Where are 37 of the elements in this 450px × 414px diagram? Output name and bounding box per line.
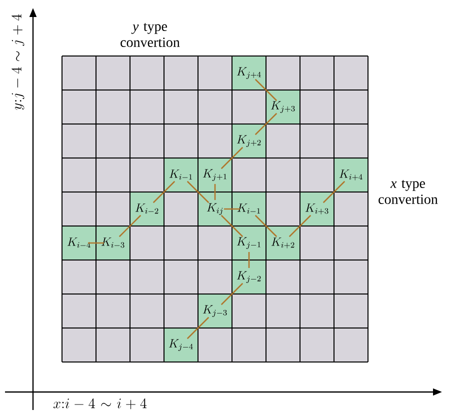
highlighted-cell: $K_{i-1}$ <box>164 158 198 192</box>
axis-label: $x{:}i-4\sim i+4$ <box>53 398 147 410</box>
highlighted-cell: $K_{j+1}$ <box>198 158 232 192</box>
link-line <box>220 282 244 306</box>
link-line <box>248 252 250 268</box>
link-line <box>254 214 278 238</box>
annotation: x type convertion <box>378 180 438 204</box>
highlighted-cell: $K_{ij}$ <box>198 192 232 226</box>
highlighted-cell: $K_{i+2}$ <box>266 226 300 260</box>
link-line <box>254 112 278 136</box>
link-line <box>186 180 210 204</box>
link-line <box>220 214 244 238</box>
link-line <box>288 214 312 238</box>
link-line <box>224 208 240 210</box>
annotation: y type convertion <box>120 22 180 47</box>
highlighted-cell: $K_{j+3}$ <box>266 90 300 124</box>
highlighted-cell: $K_{j-1}$ <box>232 226 266 260</box>
link-line <box>152 180 176 204</box>
highlighted-cell: $K_{i-3}$ <box>96 226 130 260</box>
highlighted-cell: $K_{j-3}$ <box>198 294 232 328</box>
link-line <box>186 316 210 340</box>
link-line <box>118 214 142 238</box>
highlighted-cell: $K_{i-2}$ <box>130 192 164 226</box>
highlighted-cell: $K_{i+3}$ <box>300 192 334 226</box>
highlighted-cell: $K_{i-4}$ <box>62 226 96 260</box>
highlighted-cell: $K_{i+4}$ <box>334 158 368 192</box>
highlighted-cell: $K_{j-4}$ <box>164 328 198 362</box>
link-line <box>322 180 346 204</box>
link-line <box>254 78 278 102</box>
highlighted-cell: $K_{j-2}$ <box>232 260 266 294</box>
highlighted-cell: $K_{j+2}$ <box>232 124 266 158</box>
axis-label: $y{:}j-4\sim j+4$ <box>12 14 24 110</box>
highlighted-cell: $K_{i-1}$ <box>232 192 266 226</box>
link-line <box>214 184 216 200</box>
link-line <box>88 242 104 244</box>
link-line <box>220 146 244 170</box>
highlighted-cell: $K_{j+4}$ <box>232 56 266 90</box>
